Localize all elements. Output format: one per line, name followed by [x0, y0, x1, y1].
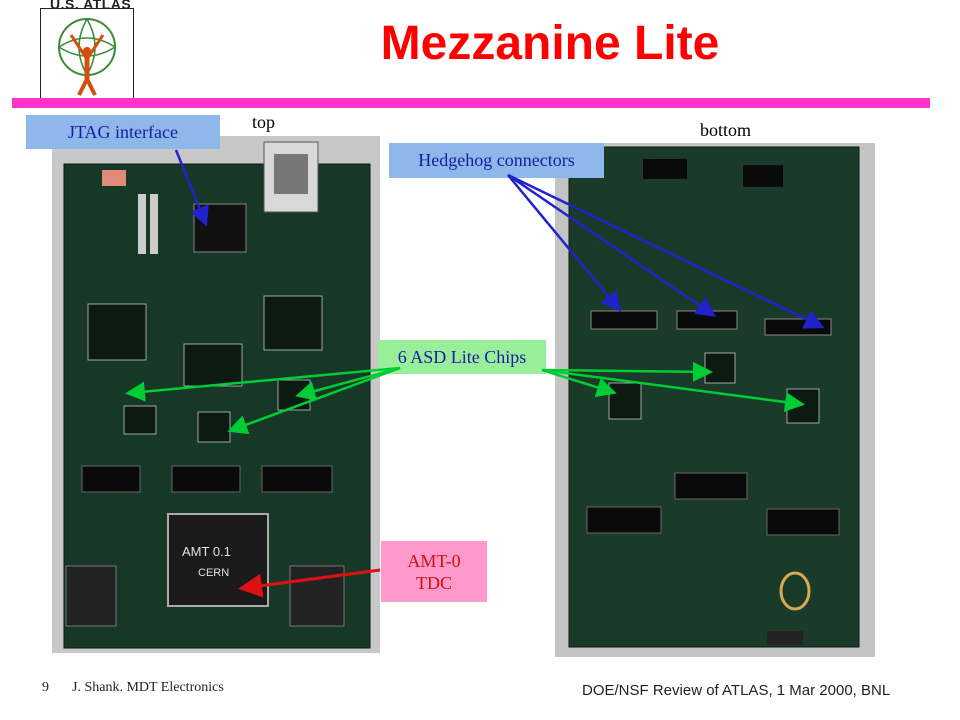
amt-chip-line2: CERN [198, 567, 229, 579]
board-bottom-photo [555, 143, 875, 657]
asd-lite-chips-callout: 6 ASD Lite Chips [378, 340, 546, 374]
jtag-interface-callout: JTAG interface [26, 115, 220, 149]
hedgehog-arrow-2 [507, 173, 717, 317]
hedgehog-arrow-3 [507, 173, 825, 329]
amt-tdc-callout: AMT-0 TDC [381, 541, 487, 602]
footer-author: J. Shank. MDT Electronics [72, 680, 224, 695]
amt-chip-line1: AMT 0.1 [182, 544, 231, 559]
us-atlas-logo [40, 8, 134, 102]
asd-arrow-5 [541, 368, 617, 398]
asd-arrow-4 [541, 361, 713, 382]
footer-event: DOE/NSF Review of ATLAS, 1 Mar 2000, BNL [582, 682, 891, 699]
top-photo-label: top [252, 112, 276, 132]
asd-arrow-2 [227, 366, 401, 435]
hedgehog-arrow-1 [507, 174, 622, 312]
page-number: 9 [42, 680, 49, 695]
slide-title: Mezzanine Lite [380, 17, 720, 70]
bottom-photo-label: bottom [700, 120, 752, 140]
amt-callout-line1: AMT-0 [407, 550, 461, 571]
hedgehog-connectors-callout: Hedgehog connectors [389, 143, 604, 178]
amt-arrow [238, 568, 381, 598]
amt-callout-line2: TDC [416, 572, 452, 593]
asd-arrow-6 [541, 368, 805, 412]
atlas-figure-icon [58, 18, 116, 96]
title-rule [12, 98, 930, 108]
jtag-arrow [174, 149, 209, 227]
asd-arrow-1 [125, 366, 401, 402]
asd-arrow-3 [295, 366, 401, 401]
